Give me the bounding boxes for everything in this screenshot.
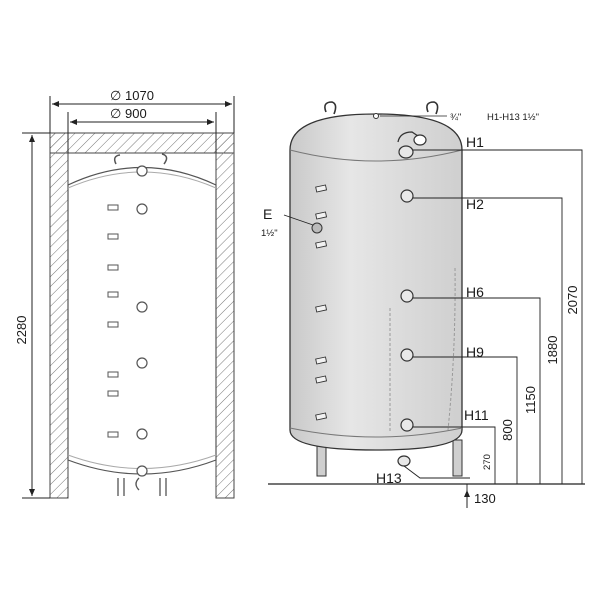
connection-size-note: H1-H13 1½" <box>487 112 539 123</box>
dimension-leaders <box>403 149 583 484</box>
front-tank-body <box>67 167 217 475</box>
height-h6: 1150 <box>523 386 538 414</box>
internal-coil <box>389 267 456 432</box>
height-h11: 270 <box>482 454 493 470</box>
front-port-h11 <box>136 428 148 440</box>
side-leg-right <box>452 439 463 477</box>
insulation-top <box>49 132 235 154</box>
insulation-left <box>49 132 69 499</box>
height-h9: 800 <box>500 419 515 441</box>
lifting-lug-left <box>113 154 121 165</box>
outer-diameter-value: 1070 <box>125 88 154 103</box>
height-h2: 1880 <box>545 336 560 365</box>
pipe-h11 <box>400 418 414 432</box>
sensor-port-label: E <box>263 206 272 222</box>
top-connection-size: ¾" <box>450 112 461 123</box>
height-value: 2280 <box>14 316 29 345</box>
diameter-symbol-inner: ∅ <box>110 106 121 121</box>
front-port-h9 <box>136 357 148 369</box>
connection-label-h13: H13 <box>376 470 402 486</box>
front-view: ∅ 1070 ∅ 900 2280 <box>14 88 235 499</box>
side-view: E 1½" H1 H2 H6 H9 H11 H13 2070 1 <box>261 101 585 508</box>
front-port-h2 <box>136 203 148 215</box>
top-port <box>373 113 379 119</box>
height-h1: 2070 <box>565 286 580 315</box>
front-sensor-sleeves <box>107 204 119 438</box>
pipe-h13 <box>397 455 411 467</box>
connection-label-h1: H1 <box>466 134 484 150</box>
diameter-symbol-outer: ∅ <box>110 88 121 103</box>
front-port-h6 <box>136 301 148 313</box>
inner-diameter-value: 900 <box>125 106 147 121</box>
connection-label-h11: H11 <box>464 407 489 423</box>
pipe-h9 <box>400 348 414 362</box>
sensor-port-e <box>311 222 323 234</box>
connection-label-h6: H6 <box>466 284 484 300</box>
offset-h13: 130 <box>474 491 496 506</box>
side-lifting-lug-left <box>324 101 337 115</box>
sensor-port-size: 1½" <box>261 228 278 239</box>
front-foot-left <box>117 478 125 496</box>
lifting-lug-right <box>161 153 168 165</box>
connection-label-h2: H2 <box>466 196 484 212</box>
side-sensor-sleeves <box>315 184 328 421</box>
front-port-h1 <box>136 165 148 177</box>
side-tank-body <box>289 113 463 451</box>
side-lifting-lug-right <box>426 101 439 115</box>
connection-label-h9: H9 <box>466 344 484 360</box>
pipe-h1 <box>397 131 427 159</box>
front-foot-right <box>159 478 167 496</box>
front-port-h13 <box>136 465 148 477</box>
pipe-h6 <box>400 289 414 303</box>
pipe-h2 <box>400 189 414 203</box>
insulation-right <box>215 132 235 499</box>
